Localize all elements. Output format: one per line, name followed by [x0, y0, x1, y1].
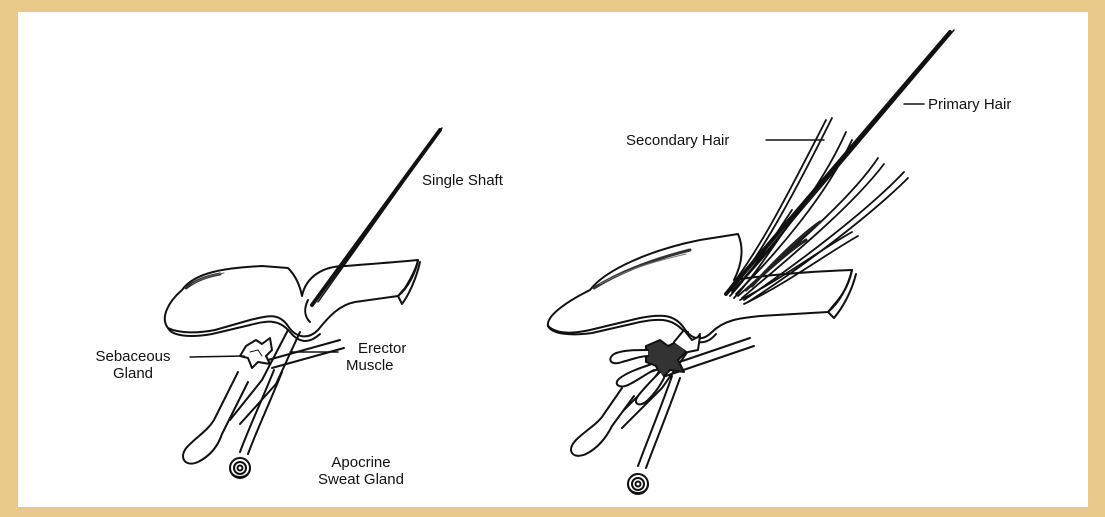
erector-muscle [268, 340, 340, 360]
left-follicle-diagram [165, 128, 442, 478]
apocrine-sweat-gland [230, 458, 250, 478]
left-hair-bulb [183, 372, 248, 464]
apocrine-sweat-gland-label: Apocrine Sweat Gland [296, 454, 426, 488]
apocrine-line2: Sweat Gland [296, 471, 426, 488]
primary-hair-shaft [726, 32, 950, 294]
sebaceous-gland-label: Sebaceous Gland [78, 348, 188, 382]
sebaceous-line1: Sebaceous [78, 348, 188, 365]
sebaceous-leader [190, 356, 244, 357]
sebaceous-gland [240, 338, 272, 368]
right-hair-bulb [571, 388, 634, 456]
right-sweat-gland [628, 474, 648, 494]
erector-line2: Muscle [346, 357, 406, 374]
primary-hair-label: Primary Hair [928, 96, 1011, 113]
right-follicle-diagram [548, 30, 954, 494]
erector-line1: Erector [346, 340, 406, 357]
single-shaft-label: Single Shaft [422, 172, 503, 189]
left-skin-block [165, 260, 418, 336]
erector-muscle-label: Erector Muscle [346, 340, 406, 374]
apocrine-line1: Apocrine [296, 454, 426, 471]
sebaceous-line2: Gland [78, 365, 188, 382]
secondary-hair-label: Secondary Hair [626, 132, 729, 149]
right-skin-block [548, 234, 852, 338]
